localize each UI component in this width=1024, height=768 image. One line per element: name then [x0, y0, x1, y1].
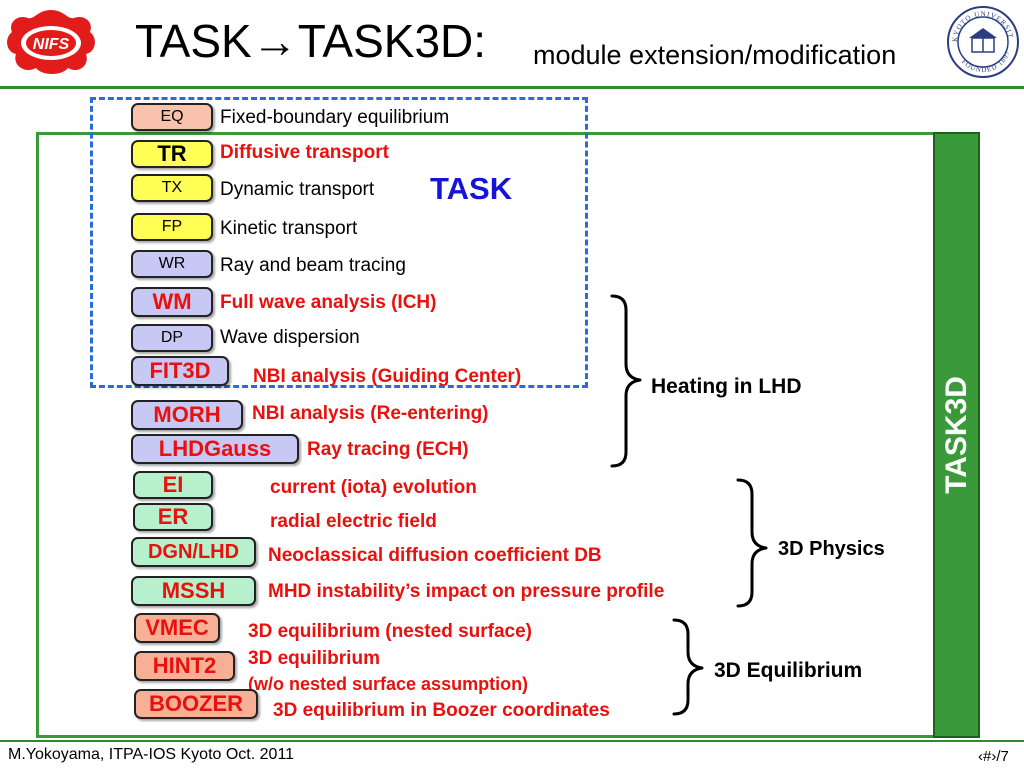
module-wr-desc: Ray and beam tracing	[220, 255, 406, 276]
module-tx: TX	[131, 174, 213, 202]
module-wr: WR	[131, 250, 213, 278]
group-physics-label: 3D Physics	[778, 538, 885, 560]
module-wm-desc: Full wave analysis (ICH)	[220, 292, 437, 313]
module-tr: TR	[131, 140, 213, 168]
module-mssh-desc: MHD instability’s impact on pressure pro…	[268, 581, 665, 602]
module-lhdgauss-desc: Ray tracing (ECH)	[307, 439, 469, 460]
equilibrium-bracket	[672, 618, 704, 716]
module-fp: FP	[131, 213, 213, 241]
task3d-label: TASK3D	[939, 376, 973, 494]
footer-page-number: ‹#›/7	[978, 748, 1009, 765]
group-heating-label: Heating in LHD	[651, 375, 802, 398]
module-fp-desc: Kinetic transport	[220, 218, 358, 239]
task-label: TASK	[430, 171, 513, 206]
module-wm: WM	[131, 287, 213, 317]
module-tx-desc: Dynamic transport	[220, 179, 375, 200]
module-dp: DP	[131, 324, 213, 352]
heating-bracket	[610, 294, 642, 468]
task3d-bar	[933, 132, 980, 738]
kyoto-university-seal: KYOTO UNIVERSITY FOUNDED 1897	[942, 0, 1021, 82]
task-frame	[90, 97, 588, 388]
module-tr-desc: Diffusive transport	[220, 142, 389, 163]
module-boozer-desc: 3D equilibrium in Boozer coordinates	[273, 700, 610, 721]
module-morh: MORH	[131, 400, 243, 430]
physics-bracket	[736, 478, 768, 608]
footer-author: M.Yokoyama, ITPA-IOS Kyoto Oct. 2011	[8, 746, 295, 763]
header-rule	[0, 86, 1024, 89]
module-hint2-desc2: (w/o nested surface assumption)	[248, 674, 529, 694]
module-er-desc: radial electric field	[270, 511, 437, 532]
page-title: TASK→TASK3D:	[135, 15, 487, 67]
module-fit3d: FIT3D	[131, 356, 229, 386]
group-equilibrium-label: 3D Equilibrium	[714, 659, 863, 682]
group-brackets	[610, 294, 768, 716]
page-subtitle: module extension/modification	[533, 40, 897, 70]
nifs-logo: NIFS	[2, 6, 100, 78]
footer-rule	[0, 740, 1024, 742]
module-ei: EI	[133, 471, 213, 499]
module-morh-desc: NBI analysis (Re-entering)	[252, 403, 489, 424]
module-vmec-desc: 3D equilibrium (nested surface)	[248, 621, 533, 642]
module-boozer: BOOZER	[134, 689, 258, 719]
module-eq: EQ	[131, 103, 213, 131]
module-vmec: VMEC	[134, 613, 220, 643]
module-hint2-desc: 3D equilibrium	[248, 648, 380, 669]
module-mssh: MSSH	[131, 576, 256, 606]
module-dgn-lhd-desc: Neoclassical diffusion coefficient DB	[268, 545, 602, 566]
svg-text:NIFS: NIFS	[33, 36, 70, 53]
module-fit3d-desc: NBI analysis (Guiding Center)	[253, 366, 522, 387]
module-hint2: HINT2	[134, 651, 235, 681]
module-dgn-lhd: DGN/LHD	[131, 537, 256, 567]
module-ei-desc: current (iota) evolution	[270, 477, 477, 498]
module-er: ER	[133, 503, 213, 531]
module-dp-desc: Wave dispersion	[220, 327, 360, 348]
module-eq-desc: Fixed-boundary equilibrium	[220, 107, 450, 128]
module-lhdgauss: LHDGauss	[131, 434, 299, 464]
